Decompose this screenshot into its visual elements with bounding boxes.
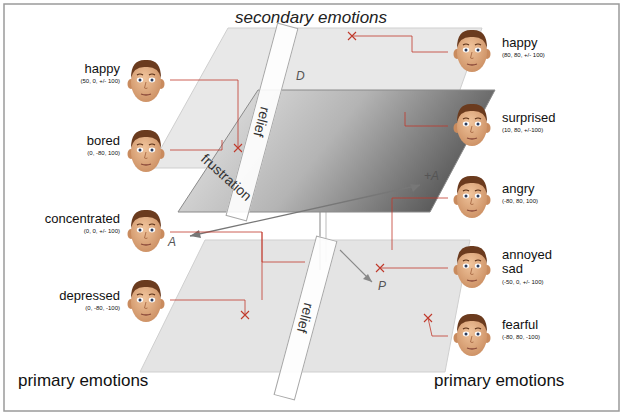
emotion-name: depressed [59, 289, 120, 303]
emotion-coordinates: (-50, 0, +/- 100) [502, 279, 544, 286]
emotion-name: annoyed sad [502, 248, 560, 277]
emotion-name: surprised [502, 111, 555, 125]
diagram-title: secondary emotions [235, 9, 387, 28]
emotion-name: bored [87, 134, 120, 148]
section-label: primary emotions [434, 372, 564, 391]
emotion-coordinates: (-80, 80, 100) [502, 198, 538, 205]
band-label: relief [293, 301, 316, 334]
axis-label: P [378, 280, 386, 293]
band-label: relief [250, 105, 273, 138]
section-label: primary emotions [18, 372, 148, 391]
emotion-coordinates: (0, 0, +/- 100) [84, 228, 120, 235]
emotion-name: happy [502, 36, 537, 50]
emotion-coordinates: (50, 0, +/- 100) [80, 78, 120, 85]
emotion-name: angry [502, 182, 535, 196]
emotion-name: happy [85, 62, 120, 76]
emotion-coordinates: (-80, 80, -100) [502, 334, 540, 341]
emotion-name: concentrated [45, 212, 120, 226]
emotion-name: fearful [502, 318, 538, 332]
axis-label: A [168, 236, 176, 249]
emotion-coordinates: (10, 80, +/-100) [502, 127, 543, 134]
axis-label: D [296, 70, 305, 83]
emotion-coordinates: (0, -80, -100) [85, 305, 120, 312]
emotion-coordinates: (80, 80, +/- 100) [502, 52, 545, 59]
emotion-coordinates: (0, -80, 100) [87, 150, 120, 157]
axis-label: +A [424, 170, 439, 183]
